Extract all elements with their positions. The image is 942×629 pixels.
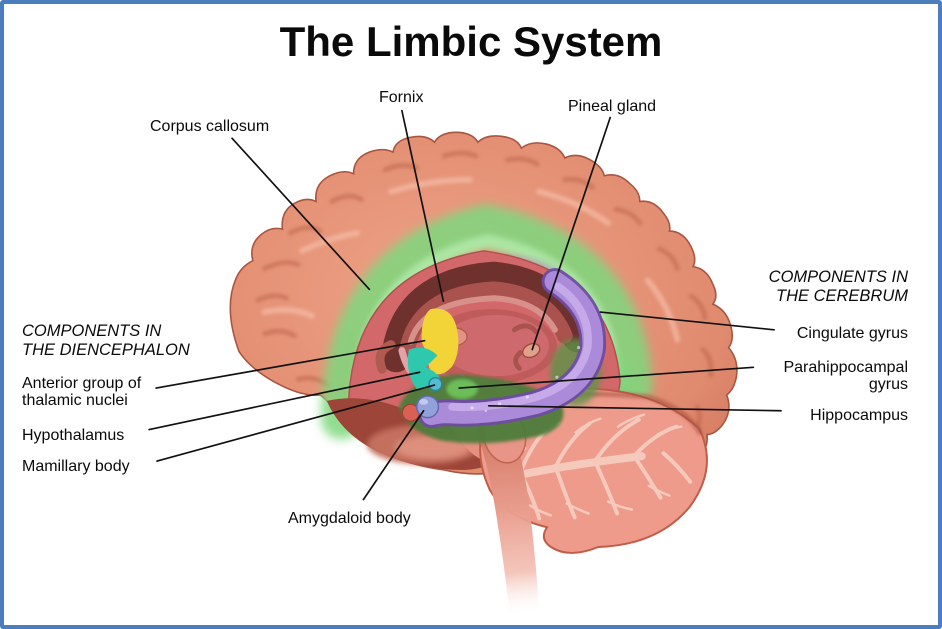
label-parahippocampal-gyrus: Parahippocampal gyrus bbox=[783, 359, 908, 393]
cerebrum-header-line1: COMPONENTS IN bbox=[768, 268, 908, 286]
label-anterior-thalamic-nuclei: Anterior group of thalamic nuclei bbox=[22, 375, 141, 409]
amygdala-sphere bbox=[415, 395, 440, 419]
label-corpus-callosum: Corpus callosum bbox=[150, 118, 270, 135]
anterior-thalamic-leader-line bbox=[155, 339, 426, 389]
label-amygdaloid-body: Amygdaloid body bbox=[288, 510, 411, 527]
parahippocampal-line1: Parahippocampal bbox=[783, 359, 908, 376]
parahippocampal-line2: gyrus bbox=[868, 376, 908, 393]
mamillary-body-leader-line bbox=[156, 384, 436, 462]
cingulate-gyrus-leader-line bbox=[599, 311, 775, 331]
callosal-dark-arch bbox=[381, 261, 593, 373]
anterior-group-line2: thalamic nuclei bbox=[22, 392, 128, 409]
fornix-leader-line bbox=[401, 109, 445, 303]
label-cingulate-gyrus: Cingulate gyrus bbox=[796, 325, 908, 342]
diencephalon-header-line1: COMPONENTS IN bbox=[22, 322, 162, 340]
amygdala-highlight bbox=[419, 398, 429, 405]
parahippocampal-leader-line bbox=[458, 366, 755, 389]
anterior-group-line1: Anterior group of bbox=[22, 375, 142, 392]
label-hippocampus: Hippocampus bbox=[810, 407, 908, 424]
genu-hook bbox=[375, 340, 396, 374]
amygdaloid-body-structure bbox=[415, 395, 440, 419]
habenula-curl bbox=[511, 323, 539, 371]
brain-stem-column bbox=[477, 409, 539, 616]
parahippocampal-bright-patch bbox=[446, 379, 478, 399]
corpus-callosum-leader-line bbox=[231, 137, 371, 291]
cerebrum-header-line2: THE CEREBRUM bbox=[775, 287, 908, 305]
section-header-diencephalon: COMPONENTS IN THE DIENCEPHALON bbox=[22, 322, 190, 360]
hypothalamus-leader-line bbox=[148, 371, 421, 431]
pineal-gland-leader-line bbox=[531, 116, 612, 351]
hippocampus-leader-line bbox=[487, 404, 782, 412]
brain-illustration bbox=[148, 109, 782, 616]
label-hypothalamus: Hypothalamus bbox=[22, 427, 125, 444]
thalamus bbox=[442, 314, 549, 377]
label-fornix: Fornix bbox=[379, 89, 424, 106]
section-header-cerebrum: COMPONENTS IN THE CEREBRUM bbox=[769, 268, 908, 306]
diencephalon-header-line2: THE DIENCEPHALON bbox=[22, 341, 190, 359]
cingulate-band-outer bbox=[320, 203, 653, 440]
leader-lines bbox=[148, 109, 782, 501]
amygdaloid-body-leader-line bbox=[362, 409, 425, 501]
mamillary-body-structure bbox=[428, 376, 443, 392]
pineal-gland-structure bbox=[522, 342, 541, 359]
label-pineal-gland: Pineal gland bbox=[568, 98, 657, 115]
label-mamillary-body: Mamillary body bbox=[22, 458, 130, 475]
diagram-title: The Limbic System bbox=[279, 18, 663, 65]
hippocampus-sparkles bbox=[470, 345, 581, 412]
fornix-body-stripe bbox=[407, 295, 558, 345]
